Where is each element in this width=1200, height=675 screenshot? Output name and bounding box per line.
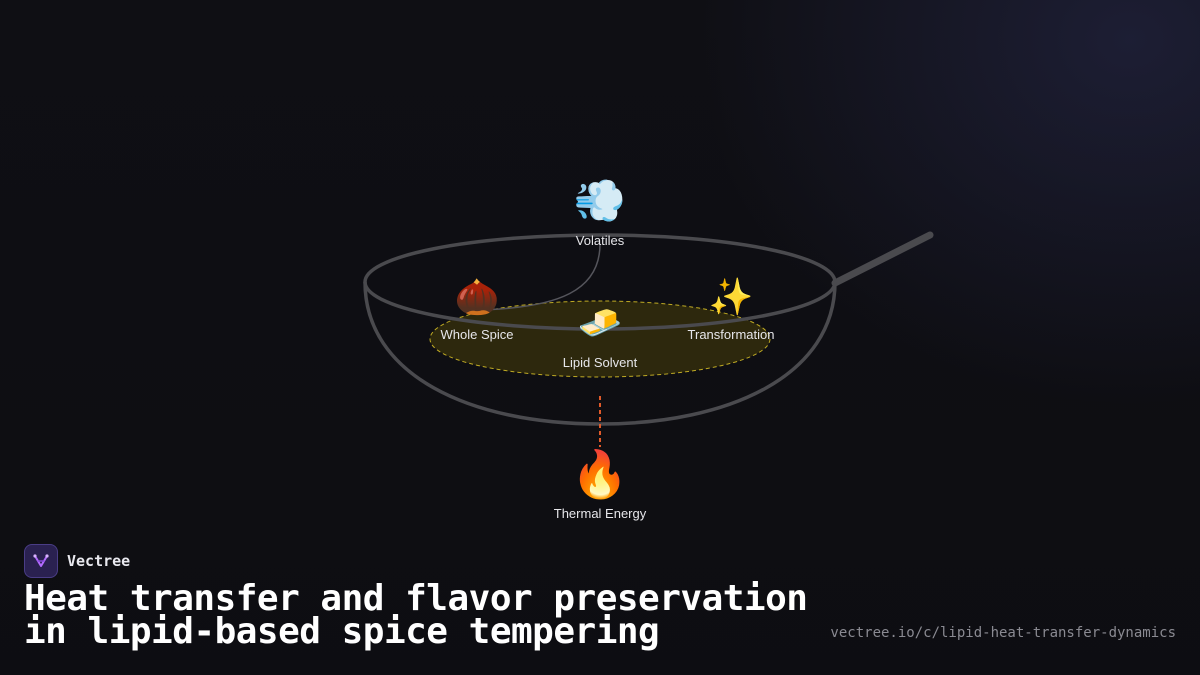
pan-handle <box>831 231 934 287</box>
whole-spice-label: Whole Spice <box>440 327 514 342</box>
title-line-2: in lipid-based spice tempering <box>24 611 660 652</box>
brand: Vectree <box>24 544 130 578</box>
source-url[interactable]: vectree.io/c/lipid-heat-transfer-dynamic… <box>830 625 1176 641</box>
butter-icon: 🧈 <box>577 303 623 344</box>
pan-rim <box>363 233 837 331</box>
brand-name: Vectree <box>67 552 131 570</box>
transformation-label: Transformation <box>687 327 775 342</box>
oil-pool <box>429 300 771 378</box>
thermal-energy-label: Thermal Energy <box>553 506 647 521</box>
dashing-away-icon: 💨 <box>573 176 627 225</box>
vapor-connector <box>477 243 601 311</box>
page-title: Heat transfer and flavor preservation in… <box>24 581 808 650</box>
fire-icon: 🔥 <box>571 447 629 501</box>
vectree-logo-icon <box>24 544 58 578</box>
sparkles-icon: ✨ <box>708 277 754 318</box>
lipid-solvent-label: Lipid Solvent <box>562 355 638 370</box>
chestnut-icon: 🌰 <box>454 277 500 318</box>
title-line-1: Heat transfer and flavor preservation <box>24 578 808 619</box>
volatiles-label: Volatiles <box>575 233 625 248</box>
